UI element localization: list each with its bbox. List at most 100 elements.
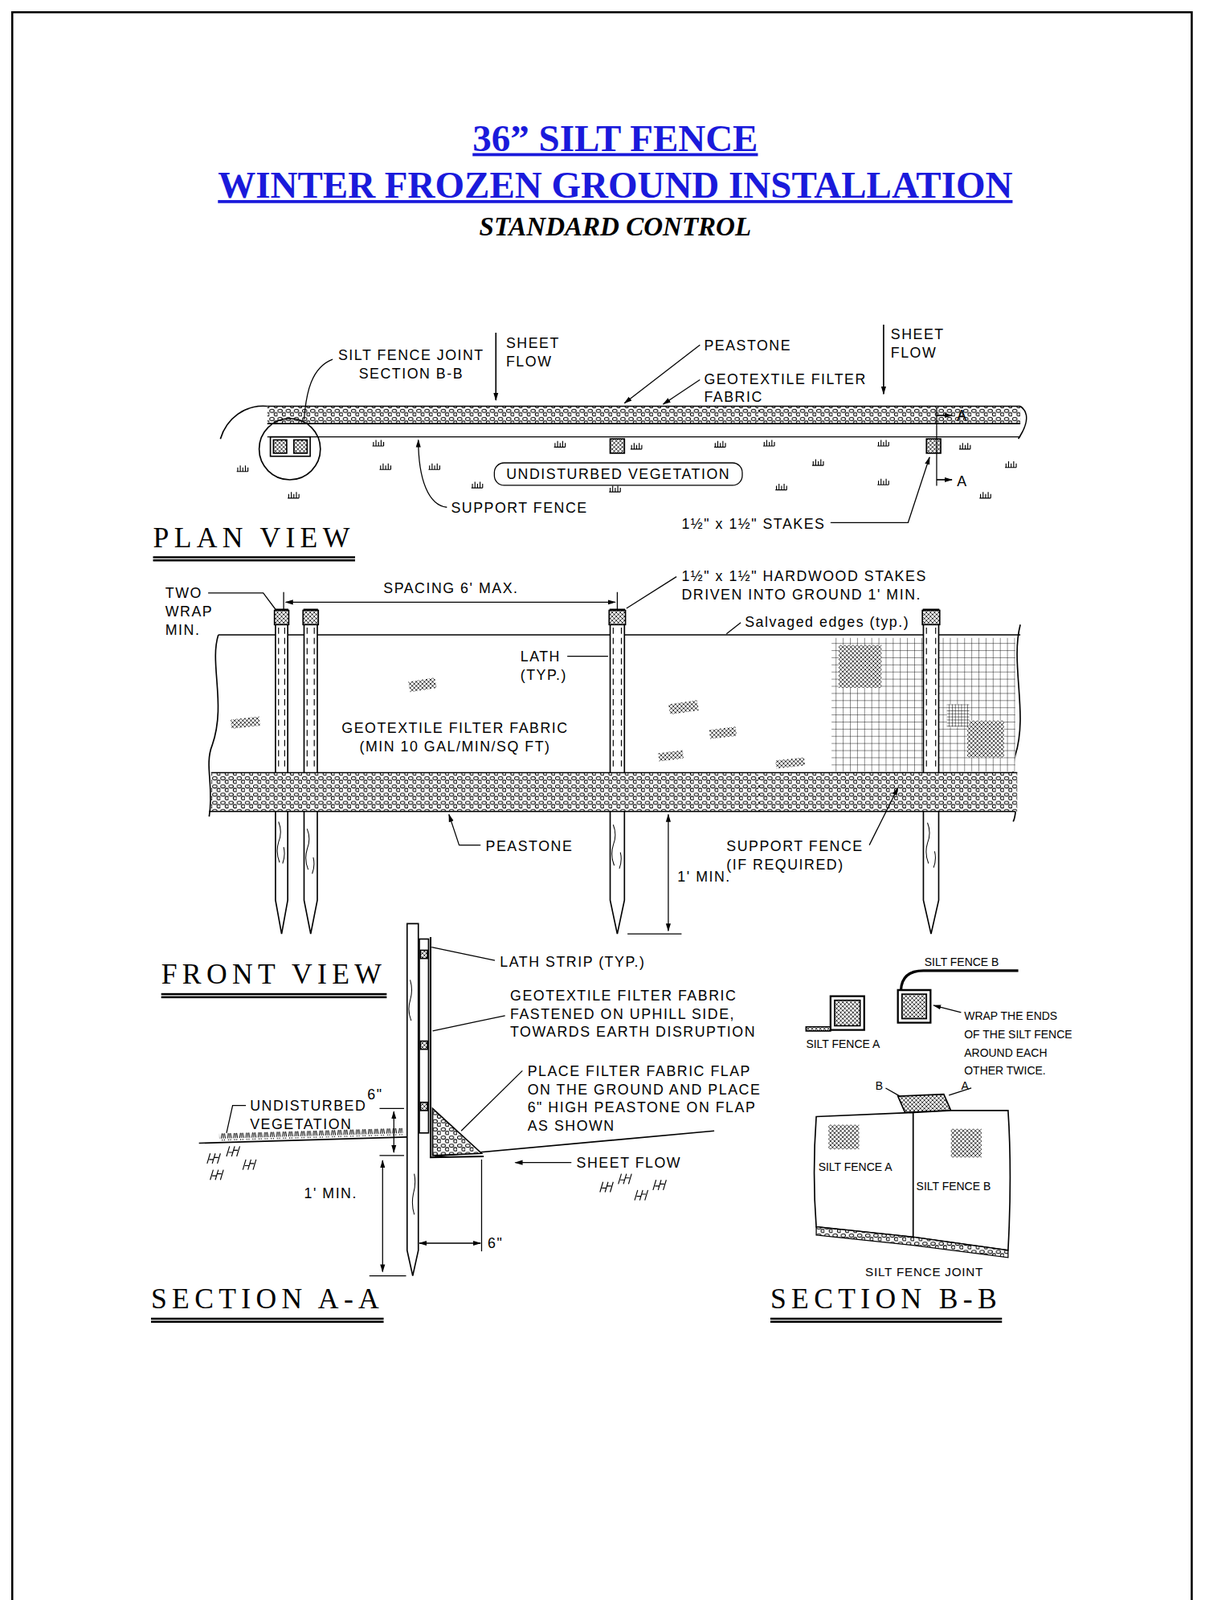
callout-label: 1½" x 1½" STAKES [681, 514, 826, 532]
drawing-part [936, 478, 952, 481]
drawing-part [923, 608, 939, 934]
drawing-part [624, 344, 700, 403]
callout-label: A [956, 407, 968, 424]
drawing-part [418, 439, 448, 507]
drawing-part [663, 379, 701, 404]
drawing-part [834, 1000, 861, 1026]
vegetation-tufts [236, 439, 1017, 498]
drawing-part [812, 459, 824, 466]
callout-label: LATH (TYP.) [520, 648, 568, 683]
drawing-part [877, 478, 889, 486]
drawing-part [226, 1105, 246, 1133]
drawing-part [657, 750, 684, 762]
label-anchor: SHEET FLOW [506, 333, 572, 371]
drawing-part [379, 1107, 404, 1155]
drawing-part [428, 463, 440, 470]
drawing-part [408, 677, 438, 692]
label-anchor: GEOTEXTILE FILTER FABRIC (MIN 10 GAL/MIN… [331, 718, 579, 756]
callout-label: 6" [367, 1085, 383, 1102]
label-anchor: SHEET FLOW [576, 1152, 683, 1172]
drawing-part [763, 439, 775, 446]
drawing-part [226, 1145, 241, 1156]
plan-view [220, 324, 1026, 523]
drawing-part [714, 441, 726, 448]
label-anchor: PLAN VIEW [153, 522, 356, 561]
drawing-part [420, 1041, 428, 1050]
label-anchor: SILT FENCE B [916, 1175, 992, 1194]
drawing-part [302, 610, 319, 625]
drawing-part [947, 703, 970, 727]
drawing-part [267, 406, 1021, 425]
drawing-part [898, 1094, 952, 1113]
callout-label: B [875, 1079, 883, 1092]
callout-label: PEASTONE [703, 336, 792, 353]
drawing-part [242, 1159, 257, 1170]
drawing-part [461, 1070, 523, 1131]
label-anchor: Salvaged edges (typ.) [744, 612, 910, 631]
drawing-part [210, 1169, 225, 1181]
drawing-part [430, 936, 484, 1157]
drawing-part [667, 814, 669, 932]
label-anchor: 6" [367, 1084, 383, 1103]
drawing-part [610, 608, 625, 934]
drawing-part [828, 1124, 859, 1149]
label-anchor: 1½" x 1½" STAKES [681, 514, 826, 533]
label-anchor: LATH STRIP (TYP.) [499, 951, 646, 971]
label-anchor: PLACE FILTER FABRIC FLAP ON THE GROUND A… [527, 1061, 773, 1135]
callout-label: 1' MIN. [303, 1184, 357, 1201]
label-anchor: WRAP THE ENDS OF THE SILT FENCE AROUND E… [964, 1004, 1075, 1079]
drawing-part [922, 610, 940, 625]
drawing-part [882, 324, 885, 394]
view-title: FRONT VIEW [161, 959, 388, 998]
label-anchor: PEASTONE [703, 335, 792, 355]
callout-label: 1½" x 1½" HARDWOOD STAKES DRIVEN INTO GR… [681, 567, 927, 602]
drawing-part [913, 1110, 1011, 1250]
callout-label: GEOTEXTILE FILTER FABRIC (MIN 10 GAL/MIN… [341, 718, 568, 754]
drawing-part [432, 1107, 482, 1155]
drawing-part [270, 437, 311, 457]
callout-label: UNDISTURBED VEGETATION [249, 1096, 367, 1132]
drawing-part [979, 491, 991, 499]
drawing-part [273, 439, 287, 454]
label-anchor: FRONT VIEW [161, 959, 388, 998]
callout-label: SPACING 6' MAX. [383, 579, 519, 596]
drawing-part [709, 726, 737, 739]
drawing-part [951, 1128, 982, 1158]
label-anchor: PEASTONE [486, 836, 574, 855]
label-anchor: TWO WRAP MIN. [165, 584, 225, 640]
drawing-part [901, 970, 1019, 990]
drawing-part [267, 406, 1021, 425]
drawing-part [369, 1274, 407, 1276]
callout-label: SILT FENCE A [805, 1037, 880, 1050]
drawing-part [420, 1102, 428, 1111]
drawing-part [259, 418, 321, 480]
drawing-part [554, 441, 566, 448]
drawing-part [294, 439, 308, 454]
drawing-part [967, 720, 1005, 758]
drawing-part [933, 1004, 961, 1013]
drawing-part [630, 442, 642, 450]
label-anchor: WINTER FROZEN GROUND INSTALLATION [183, 163, 1048, 209]
drawing-part [608, 486, 621, 493]
drawing-part [877, 439, 889, 446]
drawing-part [419, 1241, 481, 1243]
label-anchor: A [956, 471, 968, 491]
callout-label: SILT FENCE B [924, 955, 1000, 968]
drawing-part [830, 989, 931, 1030]
callout-label: GEOTEXTILE FILTER FABRIC [703, 370, 866, 405]
label-anchor: 1' MIN. [677, 867, 731, 887]
drawing-part [494, 332, 497, 401]
callout-label: 6" [487, 1234, 503, 1251]
drawing-part [277, 821, 936, 874]
drawing-part [618, 1173, 633, 1185]
label-anchor: SECTION A-A [151, 1283, 384, 1323]
drawing-part [303, 359, 333, 420]
label-anchor: SPACING 6' MAX. [348, 578, 553, 597]
label-anchor: SILT FENCE A [818, 1155, 893, 1175]
drawing-part [481, 1159, 482, 1251]
drawing-part [408, 979, 416, 1214]
label-anchor: LATH (TYP.) [520, 646, 582, 684]
label-anchor: 1½" x 1½" HARDWOOD STAKES DRIVEN INTO GR… [681, 566, 949, 604]
